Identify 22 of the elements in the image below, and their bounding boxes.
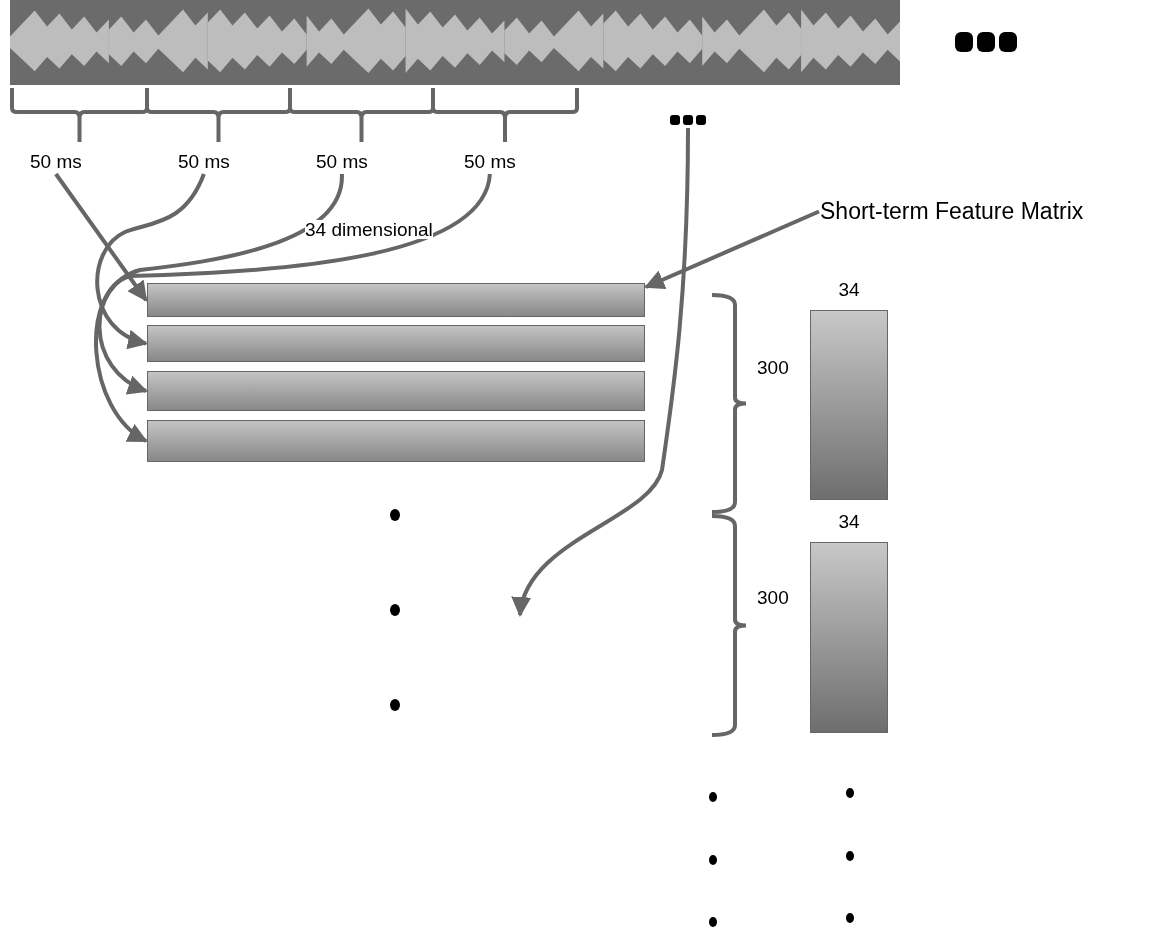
arrow (94, 173, 492, 443)
duration-label: 50 ms (464, 152, 516, 171)
row-count-label: 300 (757, 588, 789, 607)
feature-row (147, 420, 645, 462)
feature-row (147, 325, 645, 362)
arrow (513, 128, 690, 617)
ellipsis-dots (670, 115, 706, 125)
arrow (54, 172, 148, 302)
arrow (95, 173, 206, 348)
arrow (644, 209, 820, 289)
column-heading: 34 (837, 512, 861, 531)
feature-row (147, 283, 645, 317)
duration-label: 50 ms (178, 152, 230, 171)
callout-label: Short-term Feature Matrix (820, 200, 1084, 223)
row-count-label: 300 (757, 358, 789, 377)
arrow (97, 173, 344, 393)
picture (10, 0, 900, 85)
feature-row (147, 371, 645, 411)
dimension-label: 34 dimensional (305, 220, 433, 239)
duration-label: 50 ms (30, 152, 82, 171)
column-heading: 34 (837, 280, 861, 299)
duration-label: 50 ms (316, 152, 368, 171)
